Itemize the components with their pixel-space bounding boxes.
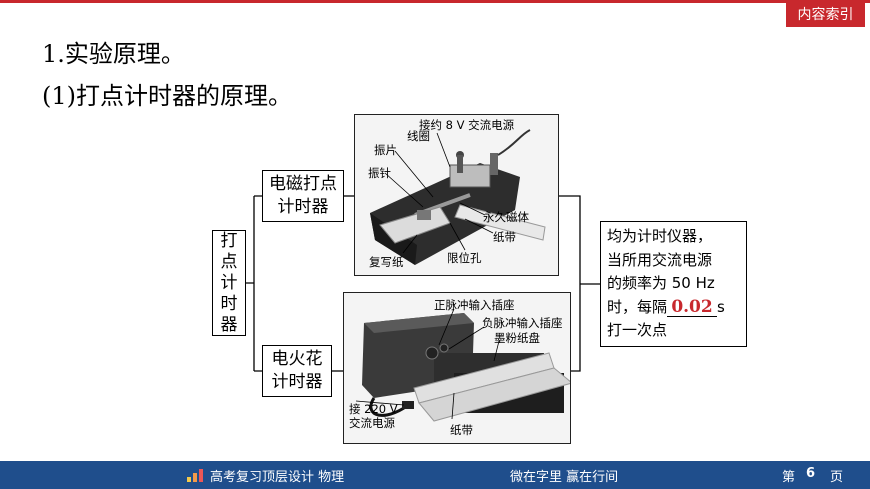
electromagnetic-timer-box: 电磁打点 计时器: [262, 170, 344, 222]
note-line: 的频率为 50 Hz: [607, 274, 715, 292]
timer-root-box: 打 点 计 时 器: [212, 230, 246, 336]
label-power: 接约 8 V 交流电源: [419, 118, 515, 132]
note-line: 当所用交流电源: [607, 250, 713, 269]
label-tape: 纸带: [450, 423, 473, 437]
root-char: 计: [220, 272, 238, 293]
label-coil: 线圈: [407, 129, 430, 143]
root-char: 打: [220, 230, 238, 251]
footer-course: 高考复习顶层设计 物理: [210, 470, 345, 485]
answer-blank: 0.02: [667, 298, 718, 317]
note-text: 时，每隔: [607, 297, 668, 316]
note-line: 打一次点: [607, 321, 668, 339]
footer-bar: 高考复习顶层设计 物理 微在字里 赢在行间 第 6 页: [0, 461, 870, 489]
note-line: 均为计时仪器，: [607, 227, 713, 245]
branch1-line1: 电磁打点: [269, 174, 337, 194]
label-ink-disk: 墨粉纸盘: [494, 331, 540, 345]
section-title: 1.实验原理。: [42, 40, 185, 68]
root-char: 时: [220, 293, 238, 314]
footer-page-suffix: 页: [830, 470, 844, 485]
spark-timer-box: 电火花 计时器: [262, 345, 332, 397]
note-text: s: [717, 297, 725, 316]
top-accent-bar: [0, 0, 870, 3]
label-power-line1: 接 220 V: [349, 402, 398, 416]
subsection-title: (1)打点计时器的原理。: [42, 82, 292, 110]
label-needle: 振针: [368, 166, 391, 180]
electromagnetic-timer-photo: 接约 8 V 交流电源 线圈 振片 振针 永久磁体 纸带 复写纸 限位孔: [354, 114, 559, 276]
label-positive-socket: 正脉冲输入插座: [434, 298, 515, 312]
label-power-line2: 交流电源: [349, 416, 395, 430]
root-char: 点: [220, 251, 238, 272]
footer-page-prefix: 第: [782, 470, 796, 485]
label-carbon: 复写纸: [369, 255, 404, 269]
label-hole: 限位孔: [447, 251, 482, 265]
page-number: 6: [806, 466, 816, 481]
label-tape: 纸带: [493, 230, 516, 244]
spark-timer-illustration: [344, 293, 570, 443]
branch2-line1: 电火花: [271, 349, 323, 369]
footer-motto: 微在字里 赢在行间: [510, 470, 619, 485]
label-reed: 振片: [374, 143, 397, 157]
branch1-line2: 计时器: [277, 197, 329, 217]
label-negative-socket: 负脉冲输入插座: [482, 316, 563, 330]
electromagnetic-timer-illustration: [355, 115, 558, 275]
label-magnet: 永久磁体: [483, 210, 529, 224]
branch2-line2: 计时器: [271, 372, 323, 392]
root-char: 器: [220, 314, 238, 335]
content-index-button[interactable]: 内容索引: [786, 3, 865, 27]
spark-timer-photo: 正脉冲输入插座 负脉冲输入插座 墨粉纸盘 接 220 V 交流电源 纸带: [343, 292, 571, 444]
book-logo-icon: [187, 469, 203, 482]
